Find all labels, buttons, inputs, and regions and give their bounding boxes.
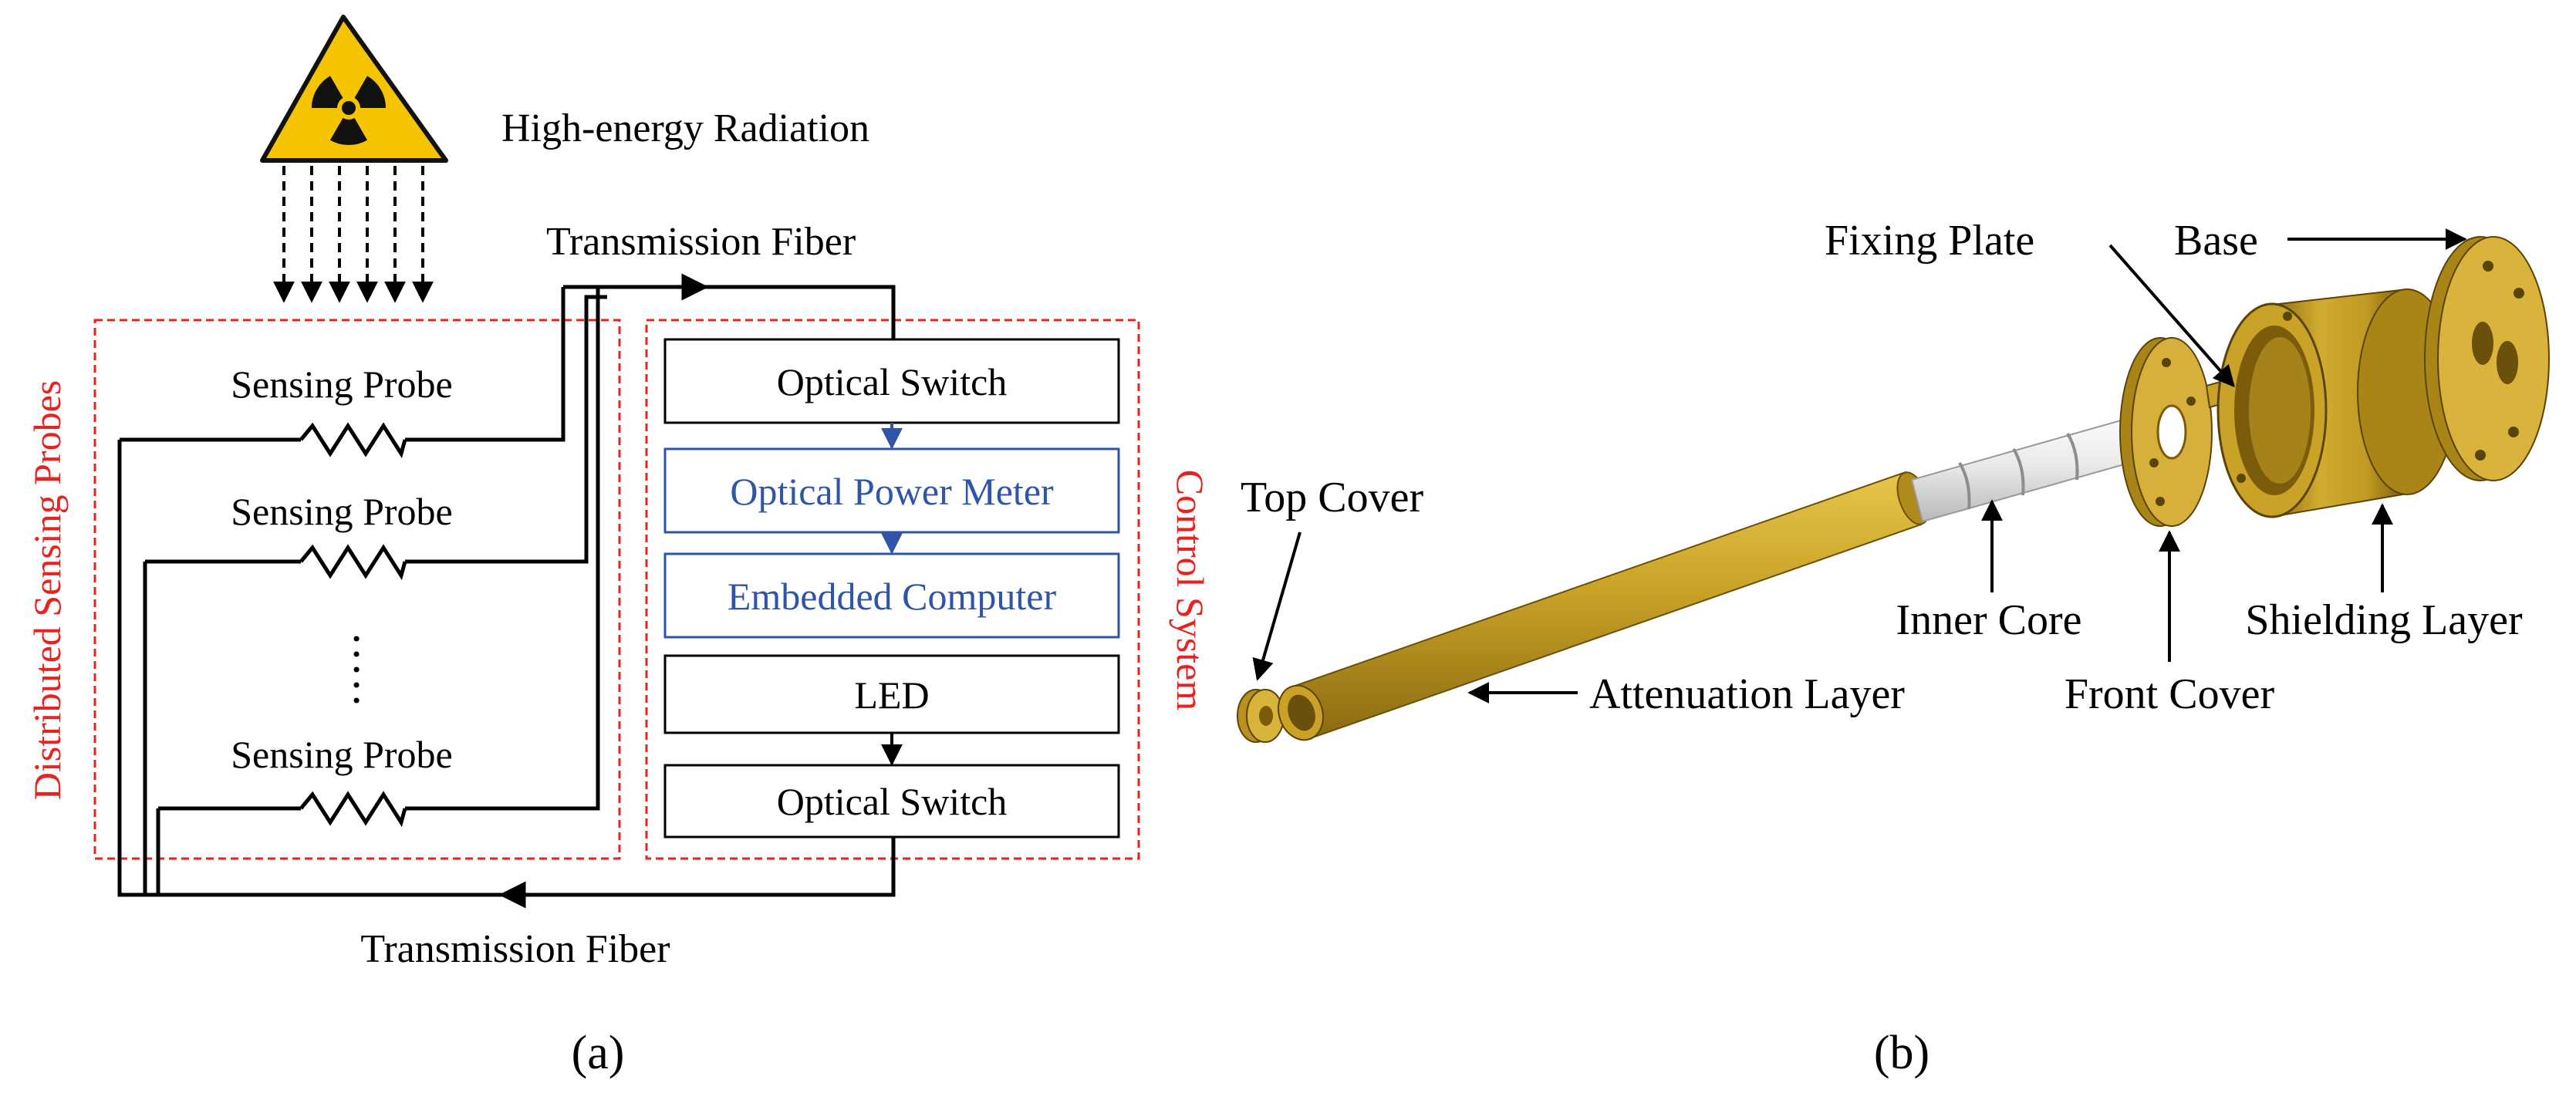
base-part xyxy=(2424,236,2550,481)
led-label: LED xyxy=(854,673,929,717)
fiber-lines xyxy=(117,273,896,909)
probe-ellipsis: ····· xyxy=(331,631,382,708)
probe-label-3: Sensing Probe xyxy=(231,733,453,776)
optical-switch-bottom-box xyxy=(663,764,1120,838)
radiation-rays xyxy=(273,166,434,303)
front-cover-part xyxy=(2119,337,2213,527)
panel-a: High-energy Radiation Transmission Fiber… xyxy=(25,15,1212,1079)
shielding-layer-label: Shielding Layer xyxy=(2245,596,2523,644)
optical-switch-bottom-label: Optical Switch xyxy=(777,780,1008,823)
fixing-plate-label: Fixing Plate xyxy=(1825,217,2034,265)
attenuation-layer-part xyxy=(1278,471,1930,741)
optical-power-meter-box xyxy=(663,447,1120,534)
probe-resistor-1 xyxy=(299,422,407,459)
embedded-computer-box xyxy=(663,552,1120,639)
left-group-label: Distributed Sensing Probes xyxy=(25,380,69,800)
shielding-layer-part xyxy=(2216,288,2457,518)
caption-b: (b) xyxy=(1874,1027,1929,1079)
bottom-fiber-label: Transmission Fiber xyxy=(360,927,670,971)
probe-resistor-3 xyxy=(299,791,407,828)
probe-resistor-2 xyxy=(299,544,407,581)
inner-core-label: Inner Core xyxy=(1896,596,2081,644)
attenuation-layer-label: Attenuation Layer xyxy=(1589,670,1905,718)
caption-a: (a) xyxy=(572,1027,625,1079)
right-group-label: Control System xyxy=(1169,470,1212,711)
front-cover-label: Front Cover xyxy=(2065,670,2275,718)
probe-label-2: Sensing Probe xyxy=(231,490,453,533)
top-fiber-label: Transmission Fiber xyxy=(546,220,856,264)
sensing-probes-group xyxy=(93,319,621,860)
optical-switch-top-label: Optical Switch xyxy=(777,360,1008,403)
probe-label-1: Sensing Probe xyxy=(231,363,453,406)
optical-power-meter-label: Optical Power Meter xyxy=(730,470,1054,513)
top-cover-part xyxy=(1237,689,1285,743)
probe-resistors xyxy=(299,422,407,828)
top-cover-label: Top Cover xyxy=(1241,474,1424,521)
base-label: Base xyxy=(2174,217,2258,265)
led-box xyxy=(663,654,1120,734)
panel-b: Fixing Plate Base Top Cover Inner Core F… xyxy=(1237,217,2550,1079)
control-boxes: Optical Switch Optical Power Meter Embed… xyxy=(663,338,1120,838)
radiation-hazard-icon xyxy=(260,15,448,163)
radiation-label: High-energy Radiation xyxy=(501,106,869,150)
embedded-computer-label: Embedded Computer xyxy=(728,575,1057,618)
